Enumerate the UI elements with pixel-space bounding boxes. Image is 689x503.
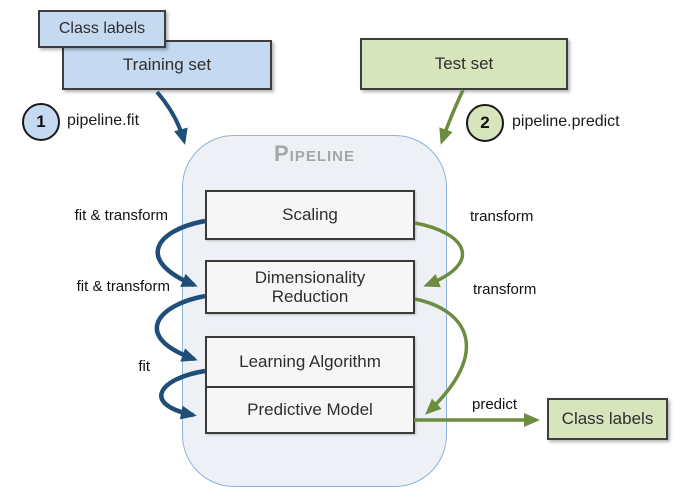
training-class-labels-label: Class labels <box>58 20 146 37</box>
stage-predictive-model-label: Predictive Model <box>247 400 373 420</box>
fit-label: fit <box>138 358 150 375</box>
transform-label-2: transform <box>473 281 537 298</box>
pipeline-predict-label: pipeline.predict <box>512 113 620 130</box>
stage-scaling-box: Scaling <box>205 190 415 240</box>
stage-learning-algorithm-label: Learning Algorithm <box>239 352 381 372</box>
predict-arrow-testset-to-pipeline <box>439 89 465 145</box>
stage-dimensionality-reduction-label: Dimensionality Reduction <box>254 267 366 306</box>
step-2-number: 2 <box>480 113 490 132</box>
stage-learning-algorithm-box: Learning Algorithm <box>205 336 415 388</box>
predicted-class-labels-box: Class labels <box>547 398 668 440</box>
training-set-label: Training set <box>122 55 212 74</box>
step-1-number: 1 <box>36 112 46 131</box>
fit-transform-label-2: fit & transform <box>76 278 170 295</box>
transform-label-1: transform <box>470 208 534 225</box>
stage-dimensionality-reduction-box: Dimensionality Reduction <box>205 260 415 314</box>
stage-predictive-model-box: Predictive Model <box>205 386 415 434</box>
pipeline-fit-label: pipeline.fit <box>67 112 140 129</box>
training-set-box: Training set <box>62 40 272 90</box>
step-1-circle: 1 <box>22 103 60 141</box>
predicted-class-labels-label: Class labels <box>561 409 654 428</box>
training-class-labels-box: Class labels <box>38 10 166 48</box>
predict-label: predict <box>472 396 518 413</box>
stage-scaling-label: Scaling <box>282 205 338 225</box>
step-2-circle: 2 <box>466 104 504 142</box>
test-set-label: Test set <box>434 54 494 73</box>
fit-arrow-training-to-pipeline <box>155 90 188 145</box>
test-set-box: Test set <box>360 38 568 90</box>
fit-transform-label-1: fit & transform <box>74 207 168 224</box>
pipeline-title: Pipeline <box>273 141 356 166</box>
